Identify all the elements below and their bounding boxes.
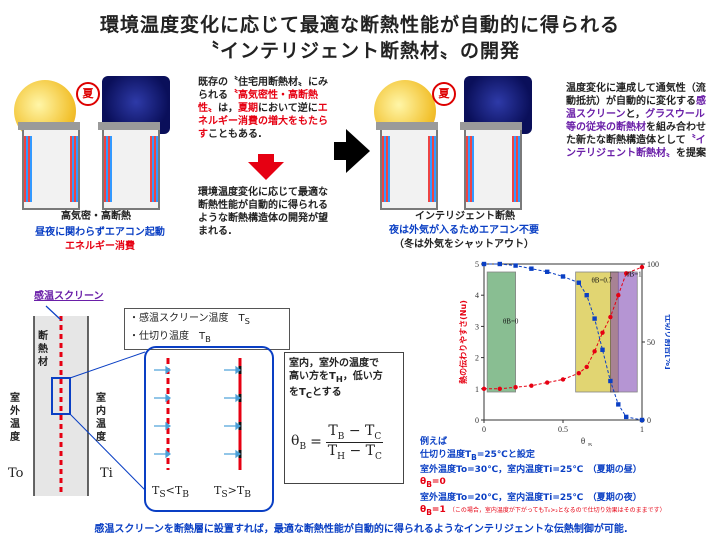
left-caption: 高気密・高断熱 — [61, 211, 131, 222]
left-note-1: 昼夜に関わらずエアコン起動 — [35, 227, 165, 238]
left-note-2: エネルギー消費 — [65, 241, 135, 252]
indoor-label: 室内温度 — [96, 393, 106, 443]
insulation-label: 断熱材 — [38, 331, 48, 368]
ti-label: Ti — [100, 466, 113, 481]
summer-badge: 夏 — [76, 82, 100, 106]
house-night-2 — [460, 122, 522, 210]
series-point-1 — [600, 347, 605, 352]
formula-numerator: TB − TC — [326, 423, 384, 443]
ytick-left-label: 2 — [475, 354, 479, 363]
y-axis-label-right: 仕切り割合[%] — [664, 313, 670, 369]
series-point-0 — [529, 383, 534, 388]
big-right-arrow-bar — [334, 142, 346, 160]
page-subtitle: 〝インテリジェント断熱材〟の開発 — [199, 40, 520, 62]
series-point-1 — [592, 316, 597, 321]
theta-symbol: θB — [291, 432, 307, 452]
right-caption: インテリジェント断熱 — [415, 211, 515, 222]
wall-diagram — [33, 305, 146, 496]
series-point-0 — [584, 364, 589, 370]
page-title: 環境温度変化に応じて最適な断熱性能が自動的に得られる — [99, 14, 620, 36]
series-point-1 — [616, 402, 621, 407]
summer-badge-2: 夏 — [432, 82, 456, 106]
condition-ts-gt-tb: TS>TB — [214, 484, 251, 501]
series-point-1 — [584, 293, 589, 298]
series-point-1 — [529, 266, 534, 271]
to-label: To — [8, 466, 24, 481]
condition-ts-lt-tb: TS<TB — [152, 484, 189, 501]
contour-inset-2 — [609, 271, 638, 393]
series-point-1 — [545, 269, 550, 274]
x-axis-label-sub: B — [588, 443, 592, 446]
house-day — [18, 122, 80, 210]
series-point-0 — [513, 385, 518, 390]
x-axis-label: θ — [581, 436, 585, 446]
series-point-0 — [545, 380, 550, 385]
series-point-1 — [481, 261, 487, 267]
house-night — [98, 122, 160, 210]
series-line-1 — [484, 263, 643, 421]
series-point-0 — [560, 377, 566, 382]
series-point-0 — [624, 271, 629, 276]
down-arrow-bar — [258, 154, 274, 162]
ytick-left-label: 5 — [475, 260, 479, 269]
series-point-1 — [513, 263, 518, 268]
screen-label: 感温スクリーン — [34, 291, 104, 302]
legend-box: ・感温スクリーン温度 TS ・仕切り温度 TB — [124, 308, 290, 350]
series-point-0 — [608, 314, 613, 320]
series-point-0 — [592, 349, 597, 354]
series-point-1 — [576, 280, 581, 285]
footer-text: 感温スクリーンを断熱層に設置すれば，最適な断熱性能が自動的に得られるようなインテ… — [94, 524, 628, 535]
right-paragraph: 温度変化に連成して通気性（流動抵抗）が自動的に変化する感温スクリーンと，グラスウ… — [566, 83, 706, 159]
ytick-left-label: 4 — [475, 291, 479, 300]
formula-box: 室内，室外の温度で 高い方をTH，低い方 をTCとする θB = TB − TC… — [284, 352, 404, 484]
ytick-left-label: 0 — [475, 416, 479, 425]
series-point-0 — [600, 330, 605, 335]
ytick-right-label: 100 — [647, 260, 659, 269]
big-right-arrow — [346, 129, 370, 173]
series-point-1 — [624, 414, 629, 420]
series-line-0 — [484, 266, 643, 390]
series-point-0 — [576, 371, 581, 376]
xtick-label: 1 — [640, 425, 644, 434]
middle-paragraph-2: 環境温度変化に応じて最適な断熱性能が自動的に得られるような断熱構造体の開発が望ま… — [198, 187, 328, 237]
formula-denominator: TH − TC — [327, 442, 382, 462]
ytick-left-label: 3 — [475, 322, 479, 331]
right-note-2: （冬は外気をシャットアウト） — [394, 239, 534, 250]
annotation-1: θB=0.7 — [591, 277, 612, 285]
screen-states-box — [144, 346, 274, 512]
xtick-label: 0.5 — [558, 425, 568, 434]
series-point-1 — [608, 378, 613, 384]
y-axis-label-left: 熱の伝わりやすさ(Nu) — [458, 300, 468, 384]
contour-inset-0 — [486, 271, 517, 393]
example-block: 例えば 仕切り温度TB=25℃と設定 室外温度To=30℃，室内温度Ti=25℃… — [420, 437, 666, 517]
down-arrow — [248, 162, 284, 180]
series-point-0 — [639, 264, 645, 270]
middle-paragraph-1: 既存の〝住宅用断熱材〟にみられる〝高気密性・高断熱性〟は，夏期において逆にエネル… — [198, 77, 328, 140]
ytick-right-label: 0 — [647, 416, 651, 425]
ytick-right-label: 50 — [647, 338, 655, 347]
series-point-1 — [639, 417, 645, 423]
outdoor-label: 室外温度 — [10, 393, 20, 443]
annotation-0: θB=0 — [503, 317, 519, 325]
annotation-2: θB=1 — [626, 270, 642, 278]
ytick-left-label: 1 — [475, 385, 479, 394]
series-point-1 — [560, 274, 566, 279]
right-note-1: 夜は外気が入るためエアコン不要 — [389, 225, 539, 236]
series-point-0 — [497, 386, 502, 391]
series-point-1 — [497, 261, 502, 267]
house-day-2 — [376, 122, 438, 210]
xtick-label: 0 — [482, 425, 486, 434]
screen-states-diagram — [154, 358, 242, 470]
series-point-0 — [481, 386, 487, 391]
series-point-0 — [616, 293, 621, 298]
